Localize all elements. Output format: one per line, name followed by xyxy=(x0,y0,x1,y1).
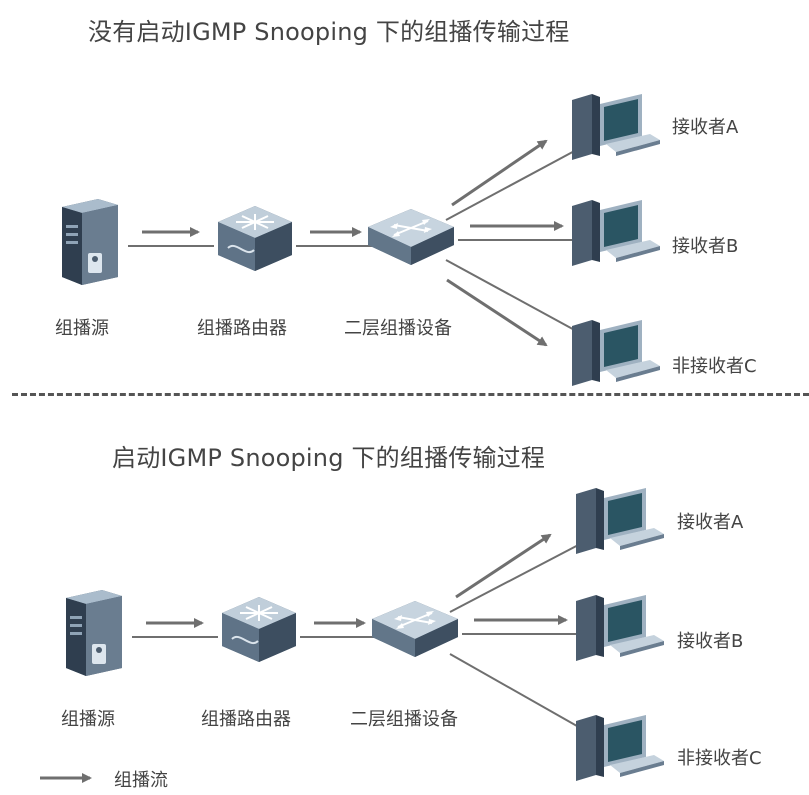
multicast-router-icon xyxy=(218,206,292,271)
bottom-receiver-b-pc-icon xyxy=(576,595,664,661)
bottom-flow-to-receiver-a xyxy=(455,533,552,599)
top-switch-label: 二层组播设备 xyxy=(344,318,452,339)
top-receiver-a-label: 接收者A xyxy=(672,117,739,138)
top-non-receiver-c-label: 非接收者C xyxy=(672,356,757,377)
bottom-link-switch-c xyxy=(449,653,585,731)
multicast-source-server-icon xyxy=(62,199,118,285)
top-source-label: 组播源 xyxy=(55,318,109,339)
non-receiver-c-pc-icon xyxy=(572,320,660,386)
receiver-b-pc-icon xyxy=(572,200,660,266)
receiver-a-pc-icon xyxy=(572,94,660,160)
bottom-non-receiver-c-pc-icon xyxy=(576,715,664,781)
top-diagram-title: 没有启动IGMP Snooping 下的组播传输过程 xyxy=(88,18,570,46)
section-divider xyxy=(12,393,809,396)
top-receiver-b-label: 接收者B xyxy=(672,236,739,257)
bottom-diagram-title: 启动IGMP Snooping 下的组播传输过程 xyxy=(112,444,546,472)
bottom-multicast-source-server-icon xyxy=(66,590,122,676)
legend-multicast-flow-label: 组播流 xyxy=(114,770,168,791)
bottom-router-label: 组播路由器 xyxy=(201,709,291,730)
bottom-receiver-a-pc-icon xyxy=(576,488,664,554)
bottom-layer2-multicast-switch-icon xyxy=(372,601,458,657)
bottom-source-label: 组播源 xyxy=(61,709,115,730)
bottom-receiver-a-label: 接收者A xyxy=(677,512,744,533)
top-link-switch-a xyxy=(445,147,581,221)
bottom-receiver-b-label: 接收者B xyxy=(677,631,744,652)
top-flow-to-non-receiver-c xyxy=(446,278,548,347)
bottom-non-receiver-c-label: 非接收者C xyxy=(677,748,762,769)
bottom-switch-label: 二层组播设备 xyxy=(350,709,458,730)
bottom-multicast-router-icon xyxy=(222,597,296,662)
top-flow-to-receiver-a xyxy=(451,139,548,207)
top-link-switch-c xyxy=(445,259,581,334)
layer2-multicast-switch-icon xyxy=(368,209,454,265)
bottom-link-switch-a xyxy=(449,541,585,613)
top-router-label: 组播路由器 xyxy=(197,318,287,339)
